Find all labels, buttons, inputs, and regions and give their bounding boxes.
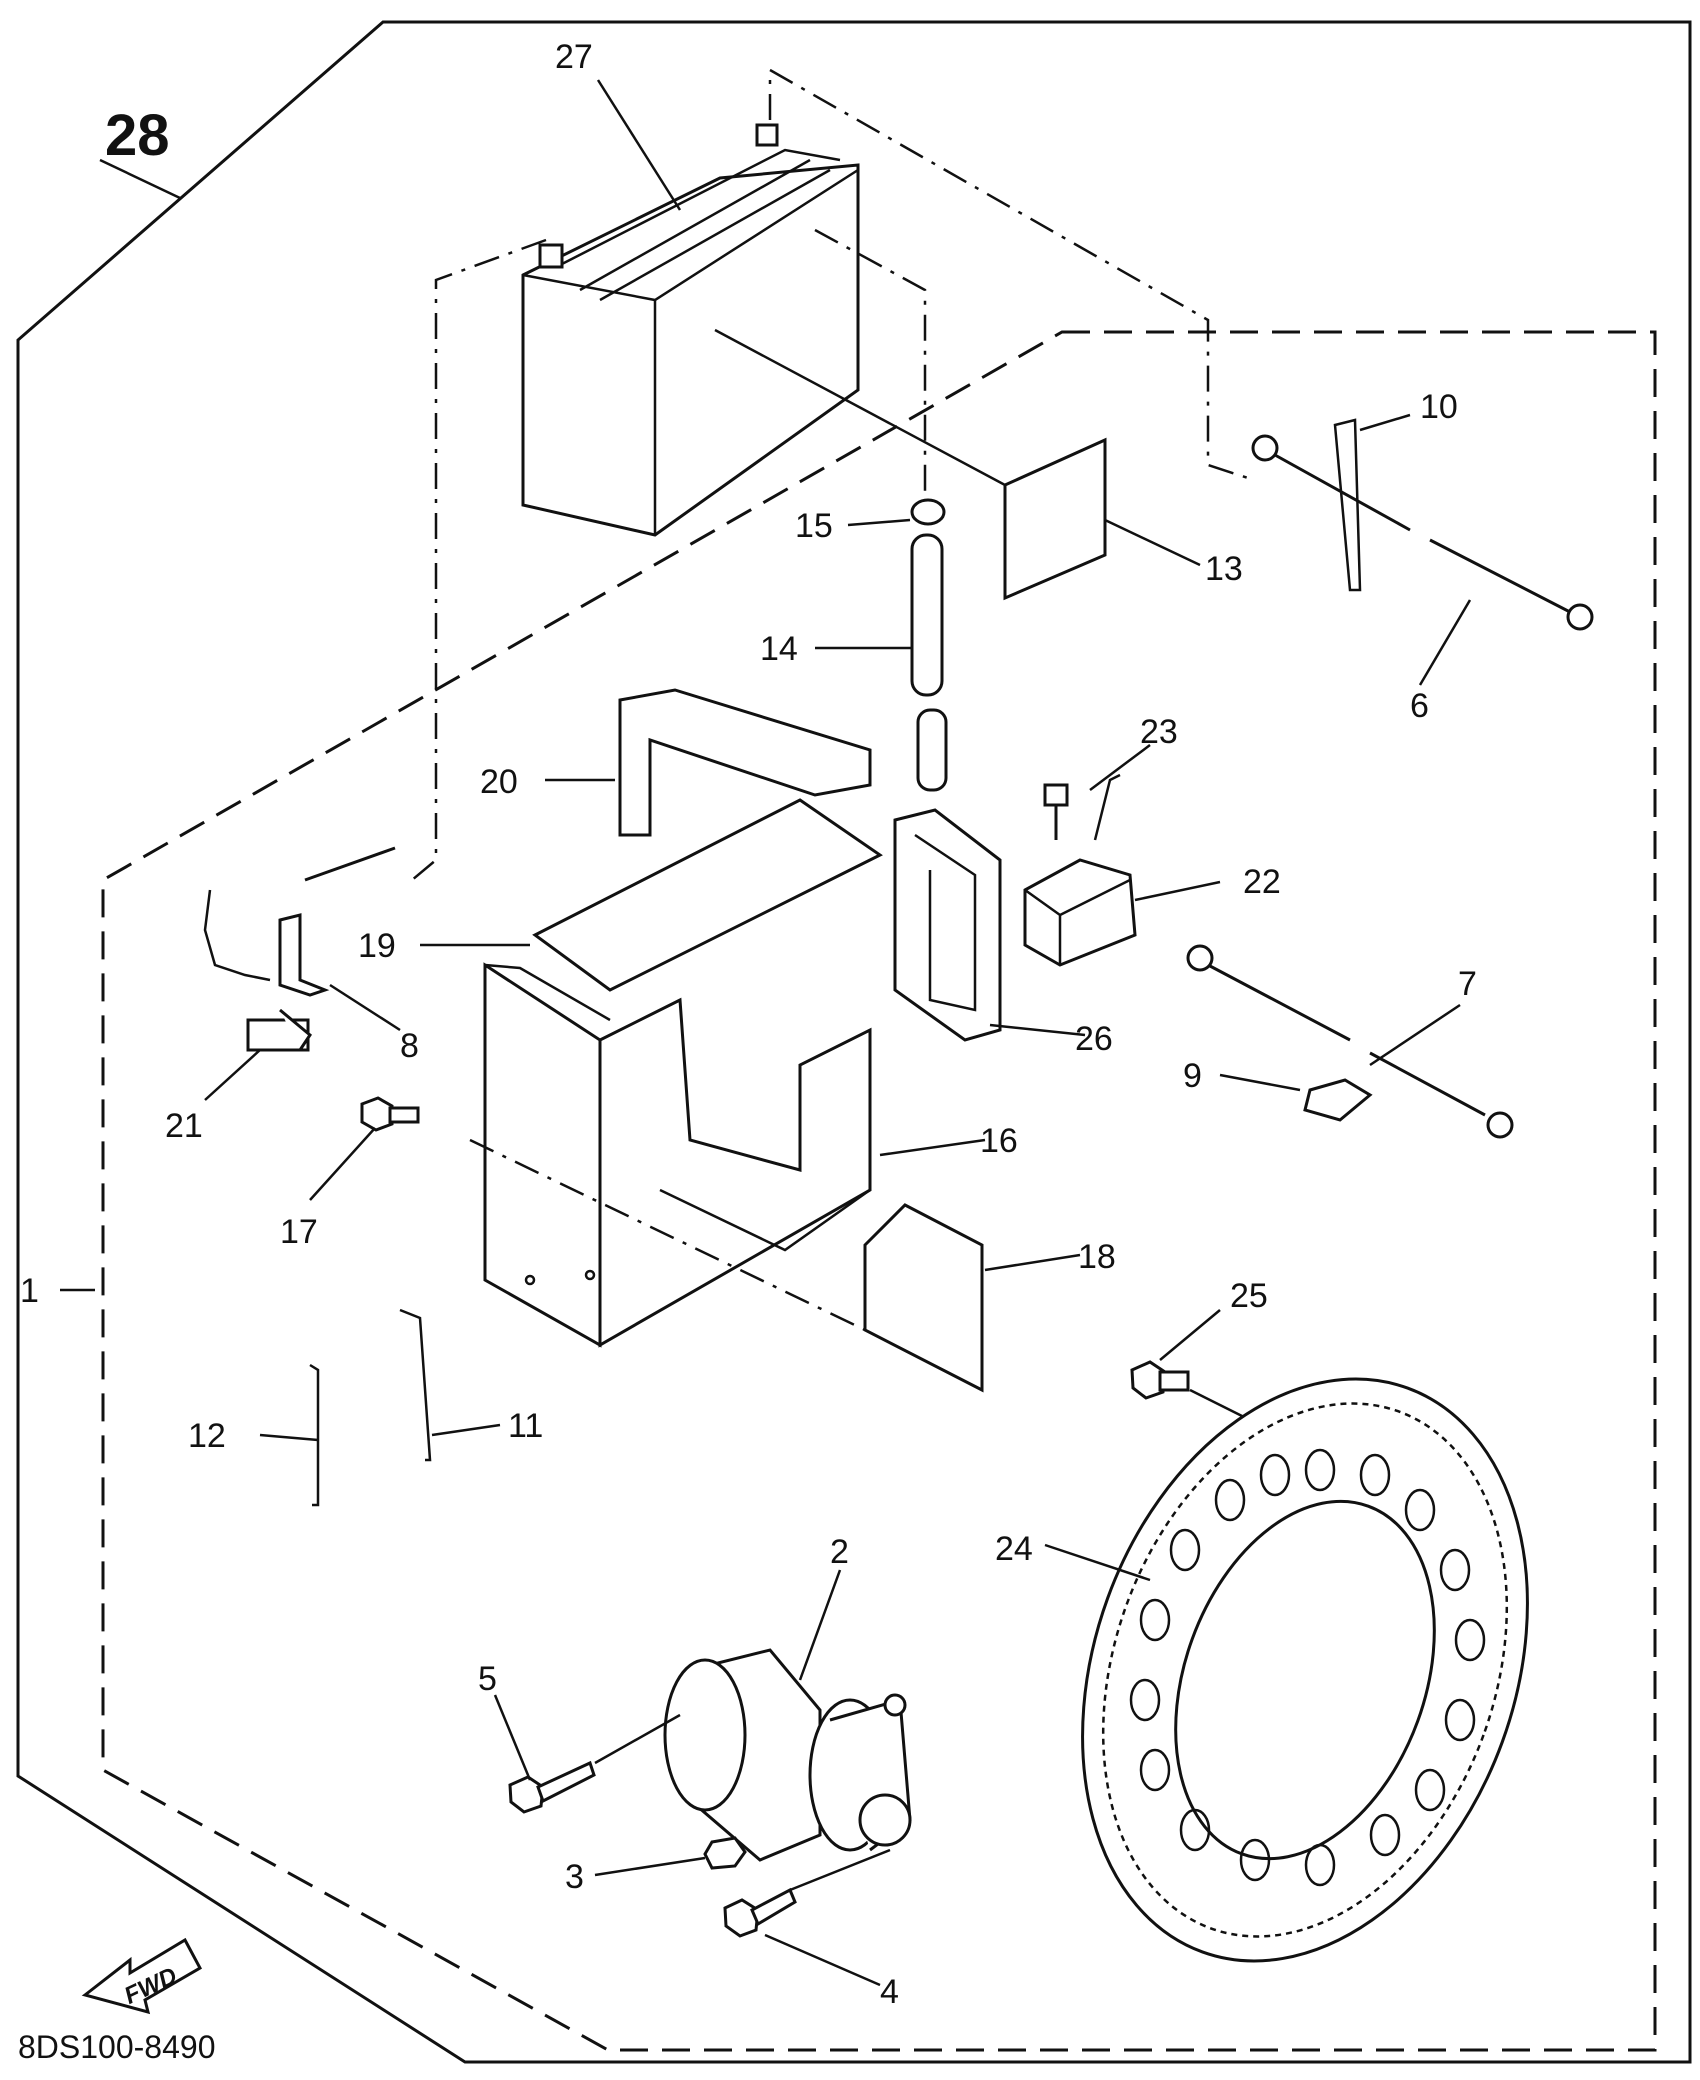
bracket-8	[278, 913, 330, 997]
callout-12: 12	[188, 1417, 226, 1455]
breather-pipe	[910, 498, 948, 792]
callout-27: 27	[555, 38, 593, 76]
callout-14: 14	[760, 630, 798, 668]
drawing-code: 8DS100-8490	[18, 2029, 215, 2065]
clamp-9	[1303, 1078, 1373, 1122]
starter-relay	[1023, 773, 1137, 967]
bolt-17	[360, 1096, 420, 1132]
battery-strap	[618, 688, 872, 837]
callout-26: 26	[1075, 1020, 1113, 1058]
callout-24: 24	[995, 1530, 1033, 1568]
callout-19: 19	[358, 927, 396, 965]
battery-insulator	[532, 798, 883, 992]
callout-5: 5	[478, 1660, 497, 1698]
callout-20: 20	[480, 763, 518, 801]
callout-7: 7	[1458, 965, 1477, 1003]
callout-18: 18	[1078, 1238, 1116, 1276]
leader-lines	[60, 79, 1472, 1987]
callout-23: 23	[1140, 713, 1178, 751]
callout-22: 22	[1243, 863, 1281, 901]
callout-4: 4	[880, 1973, 899, 2011]
callout-17: 17	[280, 1213, 318, 1251]
forward-arrow: FWD	[81, 1937, 203, 2015]
callout-16: 16	[980, 1122, 1018, 1160]
cable-tie-12	[309, 1363, 320, 1507]
nut-3	[703, 1836, 747, 1870]
kit-outline	[16, 20, 1692, 2064]
ring-gear	[1081, 1377, 1529, 1963]
cable-holder-10	[1333, 418, 1362, 592]
callouts: 28 1 27 10 13 15 14 6 23 20 22 19 7 8 26…	[20, 38, 1477, 2011]
battery-lead-negative	[203, 889, 271, 982]
callout-28: 28	[105, 103, 170, 168]
starter-motor	[663, 1648, 912, 1862]
callout-11: 11	[508, 1407, 543, 1445]
battery-guide-left	[411, 238, 547, 881]
callout-25: 25	[1230, 1277, 1268, 1315]
bolt-4	[723, 1887, 797, 1938]
battery-guide-right	[768, 67, 1255, 482]
callout-8: 8	[400, 1027, 419, 1065]
assembly-outline	[101, 330, 1657, 2052]
cable-end-7	[1186, 944, 1214, 972]
cable-end-6	[1251, 434, 1279, 462]
callout-6: 6	[1410, 687, 1429, 725]
callout-21: 21	[165, 1107, 203, 1145]
relay-cover	[893, 808, 1002, 1042]
battery-guide-mid	[814, 228, 927, 520]
callout-15: 15	[795, 507, 833, 545]
callout-13: 13	[1205, 550, 1243, 588]
battery-box-cover	[863, 1203, 984, 1393]
callout-10: 10	[1420, 388, 1458, 426]
callout-1: 1	[20, 1272, 39, 1310]
battery-sheet	[1003, 437, 1107, 601]
battery	[521, 123, 860, 537]
bolt-5	[508, 1760, 596, 1814]
battery-box	[483, 962, 872, 1348]
cable-tie-11	[399, 1308, 432, 1462]
callout-3: 3	[565, 1858, 584, 1896]
callout-9: 9	[1183, 1057, 1202, 1095]
bolt-25	[1130, 1360, 1190, 1400]
callout-2: 2	[830, 1533, 849, 1571]
